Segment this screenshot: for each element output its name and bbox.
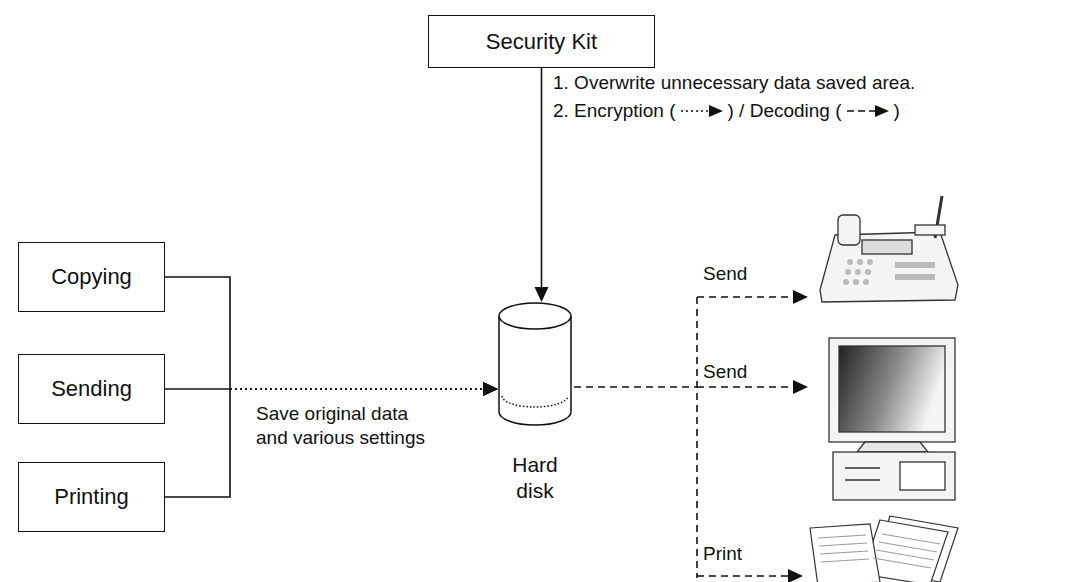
- drive-slot: [845, 467, 880, 468]
- platter-line: [502, 396, 568, 407]
- decoding-arrow-sample: [845, 104, 891, 118]
- process-box: Printing: [18, 462, 165, 532]
- encryption-note: 2. Encryption ( ) / Decoding (): [553, 99, 900, 123]
- box-label: Printing: [54, 484, 129, 510]
- note-text: 1. Overwrite unnecessary data saved area…: [553, 71, 915, 95]
- encryption-line: [230, 388, 486, 390]
- fax-handset: [838, 215, 860, 245]
- arrow-head: [788, 569, 803, 582]
- security-kit-box: Security Kit: [428, 15, 655, 68]
- branch-label: Print: [703, 542, 742, 566]
- box-label: Sending: [51, 376, 132, 402]
- computer-case: [833, 452, 955, 500]
- flow-connector: [535, 68, 549, 302]
- arrow-head: [483, 382, 498, 396]
- cylinder-top: [499, 303, 571, 329]
- monitor-frame: [829, 338, 955, 442]
- connector-line: [165, 389, 230, 497]
- computer: [829, 338, 955, 500]
- flow-note: Save original data and various settings: [256, 402, 441, 450]
- hard-disk-cylinder: Hard disk: [498, 302, 572, 426]
- arrow-head: [793, 290, 808, 304]
- arrow-head: [793, 380, 808, 394]
- box-label: Security Kit: [486, 29, 597, 55]
- fax-display: [862, 240, 912, 254]
- fax-machine: [820, 196, 958, 302]
- connector-line: [541, 68, 543, 290]
- note-text: 2. Encryption (: [553, 99, 676, 123]
- decoding-lines: [574, 297, 795, 578]
- process-box: Sending: [18, 354, 165, 424]
- branch-label: Send: [703, 360, 747, 384]
- cylinder-body: [499, 316, 571, 425]
- arrow-head: [875, 105, 889, 117]
- cylinder-outline: [498, 302, 572, 426]
- connector-line: [165, 277, 230, 389]
- arrow-head: [535, 287, 549, 302]
- fax-keypad: [843, 259, 935, 285]
- arrow-head: [709, 105, 723, 117]
- note-text: ) / Decoding (: [728, 99, 842, 123]
- decoding-bus: [696, 297, 698, 578]
- sample-line: [681, 110, 711, 112]
- flow-connector: [165, 382, 498, 396]
- drive-slot: [845, 479, 880, 480]
- encryption-line: [230, 388, 486, 390]
- decoding-line: [574, 386, 697, 388]
- encryption-line: [230, 388, 486, 390]
- disk-label: Hard disk: [505, 452, 565, 504]
- decoding-line: [697, 296, 795, 298]
- sample-line: [847, 110, 877, 112]
- flow-connector: [165, 382, 498, 497]
- arrow-head: [483, 382, 498, 396]
- monitor-screen: [839, 346, 945, 432]
- decoding-line: [697, 575, 790, 577]
- paper-lines: [818, 534, 940, 568]
- encryption-arrow-sample: [679, 104, 725, 118]
- branch-label: Send: [703, 262, 747, 286]
- fax-paper-slot: [915, 225, 945, 235]
- note-text: ): [894, 99, 900, 123]
- paper-sheet: [810, 524, 880, 582]
- printed-paper: [810, 516, 958, 582]
- drive-bay: [900, 462, 945, 490]
- decoding-line: [697, 386, 795, 388]
- arrow-head: [483, 382, 498, 396]
- connector-line: [165, 388, 230, 390]
- monitor-stand: [857, 442, 928, 452]
- flow-connector: [165, 277, 498, 396]
- process-box: Copying: [18, 242, 165, 312]
- box-label: Copying: [51, 264, 132, 290]
